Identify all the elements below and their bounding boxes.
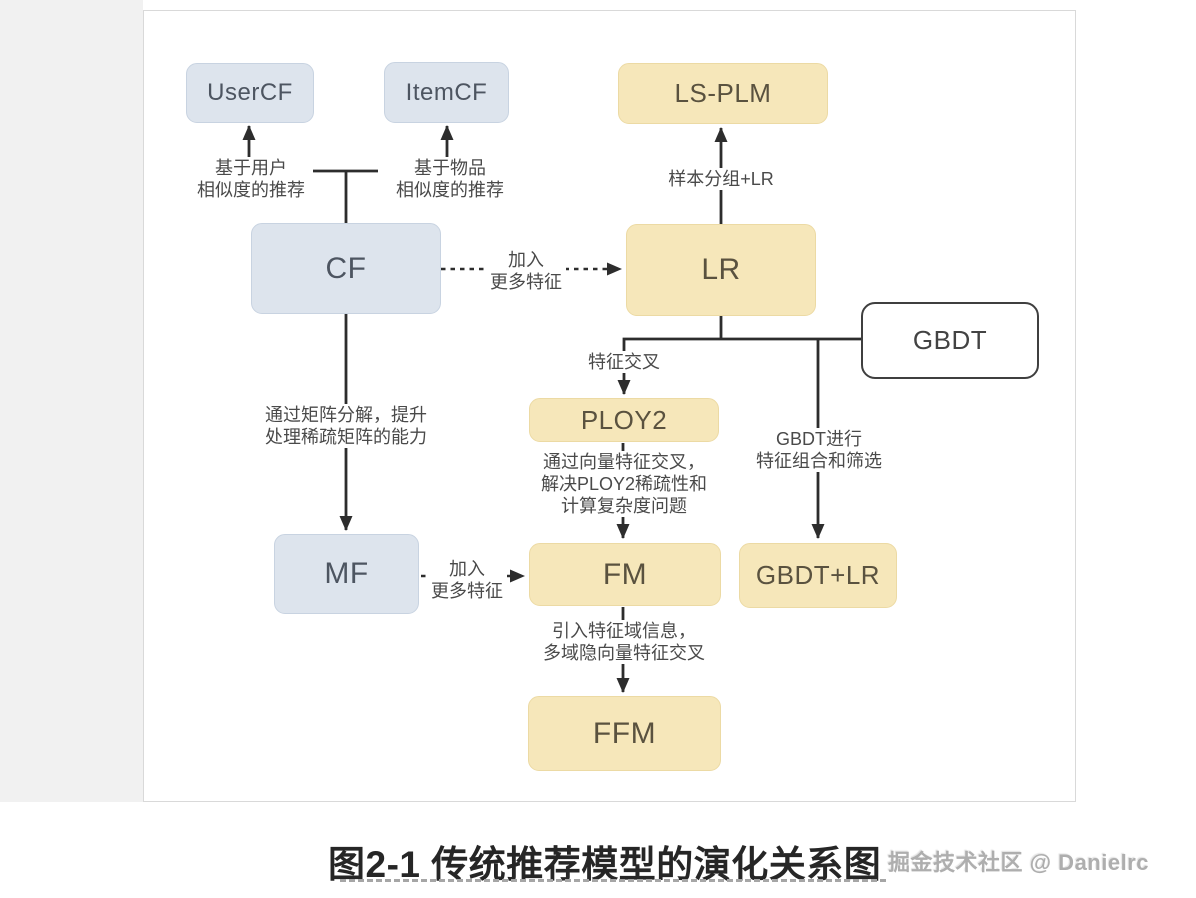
edge-label-gbdt-gbdtlr: GBDT进行 特征组合和筛选 xyxy=(752,428,886,472)
edge-label-lr-lsplm: 样本分组+LR xyxy=(664,168,778,190)
edge-label-fm-ffm: 引入特征域信息， 多域隐向量特征交叉 xyxy=(539,620,709,664)
page-left-margin xyxy=(0,0,143,802)
node-ffm: FFM xyxy=(528,696,721,771)
node-gbdt-lr: GBDT+LR xyxy=(739,543,897,608)
node-gbdt: GBDT xyxy=(861,302,1039,379)
node-ploy2: PLOY2 xyxy=(529,398,719,442)
node-cf: CF xyxy=(251,223,441,314)
node-usercf: UserCF xyxy=(186,63,314,123)
edge-label-mf-fm: 加入 更多特征 xyxy=(427,558,507,602)
watermark-text: 掘金技术社区 @ Danielrc xyxy=(888,850,1149,875)
edge-label-cf-usercf: 基于用户 相似度的推荐 xyxy=(197,158,305,200)
node-mf: MF xyxy=(274,534,419,614)
node-lsplm: LS-PLM xyxy=(618,63,828,124)
edge-label-cf-mf: 通过矩阵分解，提升 处理稀疏矩阵的能力 xyxy=(261,404,431,448)
diagram-panel: UserCF ItemCF LS-PLM CF LR GBDT PLOY2 MF… xyxy=(143,10,1076,802)
caption-underline xyxy=(340,879,886,882)
edge-label-cf-itemcf: 基于物品 相似度的推荐 xyxy=(396,158,504,200)
node-itemcf: ItemCF xyxy=(384,62,509,123)
edge-label-lr-ploy2: 特征交叉 xyxy=(584,351,664,373)
node-fm: FM xyxy=(529,543,721,606)
figure-caption: 图2-1 传统推荐模型的演化关系图 xyxy=(328,844,882,885)
arrow-to-ploy2 xyxy=(617,337,861,395)
edge-label-cf-lr: 加入 更多特征 xyxy=(486,249,566,293)
edge-label-ploy2-fm: 通过向量特征交叉， 解决PLOY2稀疏性和 计算复杂度问题 xyxy=(536,451,712,517)
node-lr: LR xyxy=(626,224,816,316)
